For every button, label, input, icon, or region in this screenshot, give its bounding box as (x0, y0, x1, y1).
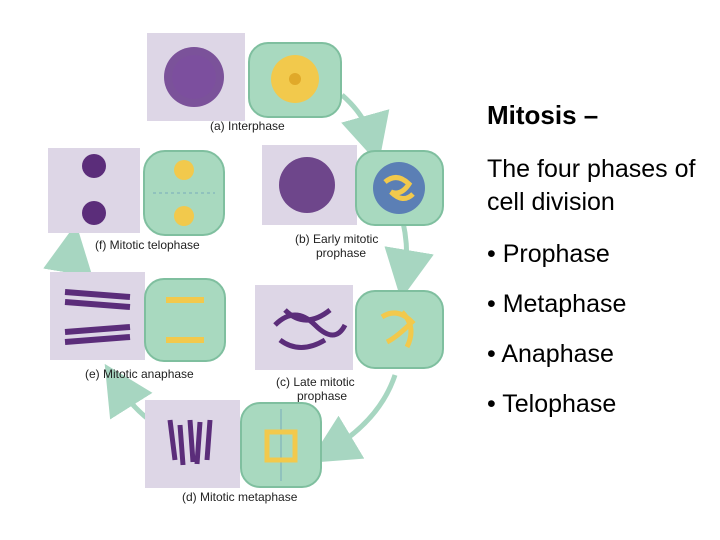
slide-title: Mitosis – (487, 100, 599, 130)
bullet-prophase: • Prophase (487, 240, 610, 268)
micrograph-early-prophase (262, 145, 357, 225)
micrograph-anaphase (50, 272, 145, 360)
label-anaphase: (e) Mitotic anaphase (85, 367, 194, 381)
label-early-prophase-line2: prophase (316, 246, 367, 260)
label-late-prophase-line2: prophase (297, 389, 348, 403)
bullet-anaphase: • Anaphase (487, 340, 614, 368)
cell-illustration-interphase (248, 42, 342, 118)
label-early-prophase: (b) Early mitotic (295, 232, 379, 246)
bullet-telophase: • Telophase (487, 390, 617, 418)
micrograph-metaphase (145, 400, 240, 488)
cell-illustration-late-prophase (355, 290, 444, 369)
label-telophase: (f) Mitotic telophase (95, 238, 200, 252)
arrow-e-to-f (43, 223, 93, 277)
bullet-metaphase: • Metaphase (487, 290, 627, 318)
label-metaphase: (d) Mitotic metaphase (182, 490, 298, 504)
slide-subtitle: The four phases of cell division (487, 155, 696, 216)
cell-illustration-anaphase (144, 278, 226, 362)
label-late-prophase: (c) Late mitotic (276, 375, 355, 389)
mitosis-cycle-figure: (a) Interphase (b) Early mitotic prophas… (43, 33, 444, 504)
cell-illustration-telophase (143, 150, 225, 236)
cell-illustration-early-prophase (355, 150, 444, 226)
arrow-a-to-b (340, 93, 390, 165)
micrograph-telophase (48, 148, 140, 233)
cell-illustration-metaphase (240, 402, 322, 488)
text-panel: Mitosis – The four phases of cell divisi… (487, 100, 707, 439)
arrow-c-to-d (308, 374, 398, 463)
micrograph-interphase (147, 33, 245, 121)
label-interphase: (a) Interphase (210, 119, 285, 133)
micrograph-late-prophase (255, 285, 353, 370)
